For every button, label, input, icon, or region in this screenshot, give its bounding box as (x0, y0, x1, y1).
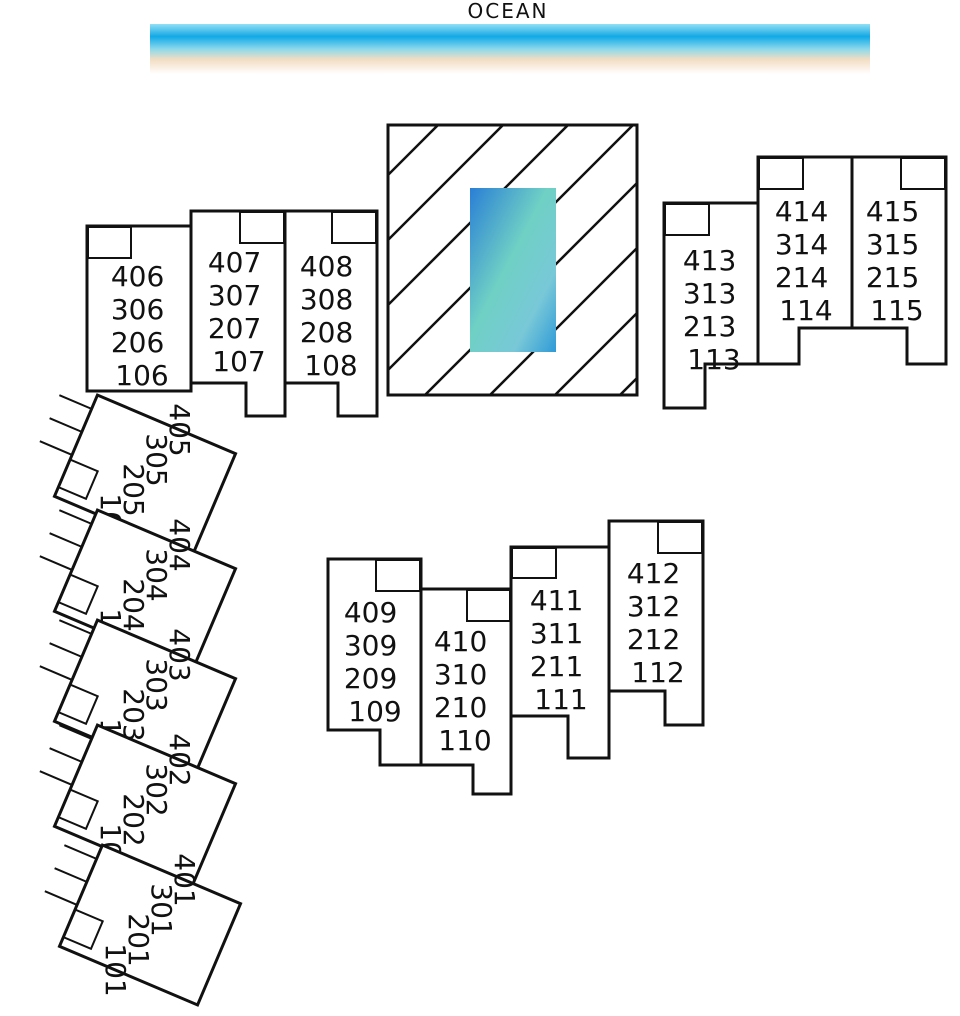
unit-label: 413 (683, 244, 736, 277)
unit-label: 210 (434, 691, 487, 724)
unit-label: 401 (168, 853, 201, 906)
unit-label: 208 (300, 316, 353, 349)
building-412[interactable]: 412 312 212 112 (607, 519, 705, 727)
building-415[interactable]: 415 315 215 115 (850, 155, 948, 366)
unit-label: 314 (775, 228, 828, 261)
svg-text:412 312 212: 412 312 212 112 (627, 557, 689, 689)
unit-label: 306 (111, 293, 164, 326)
unit-label: 402 (163, 733, 196, 786)
unit-label: 115 (870, 294, 923, 327)
unit-label: 109 (348, 695, 401, 728)
unit-label: 106 (115, 359, 168, 392)
svg-text:415 315 215: 415 315 215 115 (866, 195, 928, 327)
unit-label: 301 (145, 883, 178, 936)
svg-text:410 310 210: 410 310 210 110 (434, 625, 496, 757)
svg-text:406 306 206: 406 306 206 106 (111, 260, 173, 392)
unit-label: 213 (683, 310, 736, 343)
unit-label: 212 (627, 623, 680, 656)
unit-label: 307 (208, 279, 261, 312)
svg-text:411 311 211: 411 311 211 111 (530, 584, 592, 716)
svg-text:409 309 209: 409 309 209 109 (344, 596, 406, 728)
building-402[interactable]: 402 302 202 102 (10, 683, 247, 914)
unit-label: 411 (530, 584, 583, 617)
unit-label: 412 (627, 557, 680, 590)
unit-label: 304 (140, 548, 173, 601)
unit-label: 207 (208, 312, 261, 345)
building-407[interactable]: 407 307 207 107 (189, 209, 287, 418)
unit-label: 302 (140, 763, 173, 816)
unit-label: 107 (212, 345, 265, 378)
unit-label: 407 (208, 246, 261, 279)
unit-label: 308 (300, 283, 353, 316)
unit-label: 405 (163, 403, 196, 456)
unit-label: 309 (344, 629, 397, 662)
svg-text:414 314 214: 414 314 214 114 (775, 195, 837, 327)
unit-label: 205 (117, 463, 150, 516)
unit-label: 111 (534, 683, 587, 716)
unit-label: 312 (627, 590, 680, 623)
unit-label: 203 (117, 688, 150, 741)
unit-label: 310 (434, 658, 487, 691)
building-408[interactable]: 408 308 208 108 (283, 209, 379, 418)
unit-label: 209 (344, 662, 397, 695)
unit-label: 303 (140, 658, 173, 711)
svg-text:407 307 207: 407 307 207 107 (208, 246, 270, 378)
unit-label: 406 (111, 260, 164, 293)
unit-label: 404 (163, 518, 196, 571)
building-410[interactable]: 410 310 210 110 (419, 587, 513, 796)
unit-label: 403 (163, 628, 196, 681)
svg-text:413 313 213: 413 313 213 113 (683, 244, 745, 376)
unit-label: 305 (140, 433, 173, 486)
unit-label: 408 (300, 250, 353, 283)
swimming-pool (470, 188, 556, 352)
unit-label: 410 (434, 625, 487, 658)
unit-label: 201 (122, 913, 155, 966)
building-401[interactable]: 401 301 201 101 (15, 803, 252, 1016)
unit-label: 108 (304, 349, 357, 382)
unit-label: 315 (866, 228, 919, 261)
unit-label: 414 (775, 195, 828, 228)
unit-label: 215 (866, 261, 919, 294)
unit-label: 204 (117, 578, 150, 631)
ocean-label: OCEAN (468, 0, 549, 23)
unit-label: 214 (775, 261, 828, 294)
unit-label: 110 (438, 724, 491, 757)
unit-label: 211 (530, 650, 583, 683)
unit-label: 409 (344, 596, 397, 629)
building-409[interactable]: 409 309 209 109 (326, 557, 423, 767)
unit-label: 113 (687, 343, 740, 376)
unit-label: 114 (779, 294, 832, 327)
unit-label: 206 (111, 326, 164, 359)
ocean-band (150, 24, 870, 74)
building-406[interactable]: 406 306 206 106 (85, 224, 193, 393)
building-414[interactable]: 414 314 214 114 (756, 155, 854, 366)
svg-text:408 308 208: 408 308 208 108 (300, 250, 362, 382)
building-411[interactable]: 411 311 211 111 (509, 545, 611, 760)
unit-label: 202 (117, 793, 150, 846)
unit-label: 112 (631, 656, 684, 689)
building-413[interactable]: 413 313 213 113 (662, 201, 760, 410)
unit-label: 101 (99, 943, 132, 996)
unit-label: 415 (866, 195, 919, 228)
unit-label: 313 (683, 277, 736, 310)
pool-area (386, 123, 639, 397)
unit-label: 311 (530, 617, 583, 650)
